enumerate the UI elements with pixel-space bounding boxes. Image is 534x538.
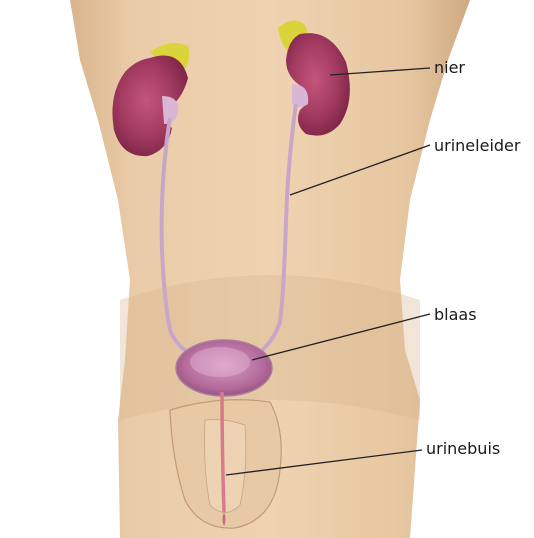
- label-bladder: blaas: [434, 306, 477, 324]
- label-kidney: nier: [434, 59, 465, 77]
- urethra: [222, 392, 224, 512]
- bladder-highlight: [190, 347, 250, 377]
- label-ureter: urineleider: [434, 137, 520, 155]
- label-urethra: urinebuis: [426, 440, 500, 458]
